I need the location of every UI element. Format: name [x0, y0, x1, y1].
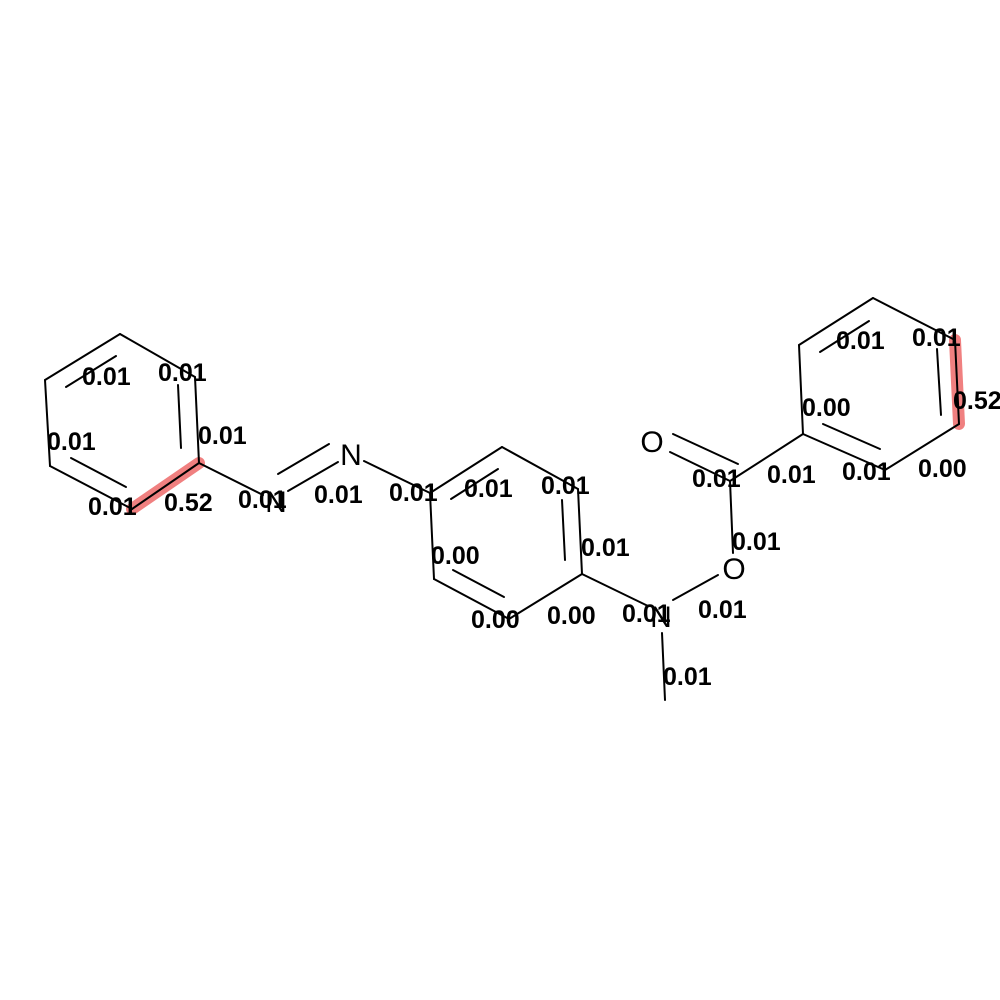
bond: [363, 460, 431, 494]
bond: [44, 333, 121, 381]
weight-label-layer: 0.01 0.01 0.01 0.01 0.01 0.52 0.01 0.01 …: [47, 324, 1000, 691]
bond-weight-label: 0.01: [842, 458, 891, 486]
bond-weight-label: 0.01: [692, 465, 741, 493]
bond-weight-label: 0.01: [541, 472, 590, 500]
bond: [954, 339, 960, 425]
bond: [872, 297, 956, 341]
bond: [452, 569, 505, 598]
bond-weight-label: 0.01: [314, 481, 363, 509]
bond-weight-label: 0.01: [198, 422, 247, 450]
bond-weight-label: 0.01: [836, 327, 885, 355]
bond: [70, 457, 127, 488]
bond: [936, 348, 942, 416]
atom-label-o-carbonyl: O: [640, 426, 663, 459]
bond: [822, 423, 881, 450]
bond-weight-label: 0.00: [431, 542, 480, 570]
bond: [194, 376, 200, 464]
atom-label-n-azo-upper: N: [340, 439, 362, 472]
bond: [577, 488, 583, 575]
bond: [287, 461, 339, 492]
bond-weight-label: 0.01: [47, 428, 96, 456]
bond: [798, 297, 874, 346]
bond-weight-label: 0.01: [767, 461, 816, 489]
atom-layer: N N O O N: [265, 426, 746, 634]
bond-weight-label: 0.00: [471, 606, 520, 634]
bond: [802, 433, 886, 471]
bond-weight-label-highlighted: 0.52: [164, 489, 213, 517]
bond-weight-label: 0.01: [389, 479, 438, 507]
bond-weight-label: 0.01: [581, 534, 630, 562]
atom-label-n-azo-lower: N: [265, 486, 287, 519]
bond: [119, 333, 196, 378]
bond-weight-label: 0.01: [464, 475, 513, 503]
atom-label-o-ester: O: [722, 553, 745, 586]
bond: [277, 443, 330, 475]
bond: [561, 499, 566, 561]
bond: [798, 344, 804, 435]
bond-weight-label: 0.01: [912, 324, 961, 352]
bond: [672, 433, 739, 465]
bond: [508, 573, 583, 620]
bond-weight-label: 0.01: [158, 359, 207, 387]
bond-weight-label: 0.00: [802, 394, 851, 422]
bond: [49, 465, 133, 510]
bond-weight-label: 0.01: [698, 596, 747, 624]
bond: [672, 574, 719, 601]
bond: [450, 468, 499, 500]
bond: [581, 573, 649, 607]
bond: [669, 451, 731, 482]
bond: [198, 462, 264, 496]
bond-weight-label: 0.00: [547, 602, 596, 630]
bond-layer: [44, 297, 960, 701]
bond: [729, 433, 804, 482]
bond: [131, 462, 200, 510]
bond-weight-label: 0.01: [732, 528, 781, 556]
bond-weight-label: 0.01: [88, 493, 137, 521]
bond: [433, 578, 510, 620]
bond-weight-label-highlighted: 0.52: [953, 387, 1000, 415]
bond: [65, 355, 117, 388]
bond: [429, 492, 435, 580]
bond-weight-label: 0.01: [82, 363, 131, 391]
bond: [44, 379, 51, 467]
bond: [177, 384, 182, 449]
bond-weight-label: 0.01: [622, 600, 671, 628]
bond-weight-label: 0.01: [663, 663, 712, 691]
bond: [819, 320, 870, 353]
atom-label-n-amine: N: [650, 601, 672, 634]
bond: [429, 446, 503, 494]
bond: [729, 480, 734, 554]
bond: [501, 446, 579, 490]
bond-weight-label: 0.01: [238, 486, 287, 514]
bond: [661, 632, 666, 701]
bond-weight-label: 0.00: [918, 455, 967, 483]
bond: [884, 423, 960, 471]
